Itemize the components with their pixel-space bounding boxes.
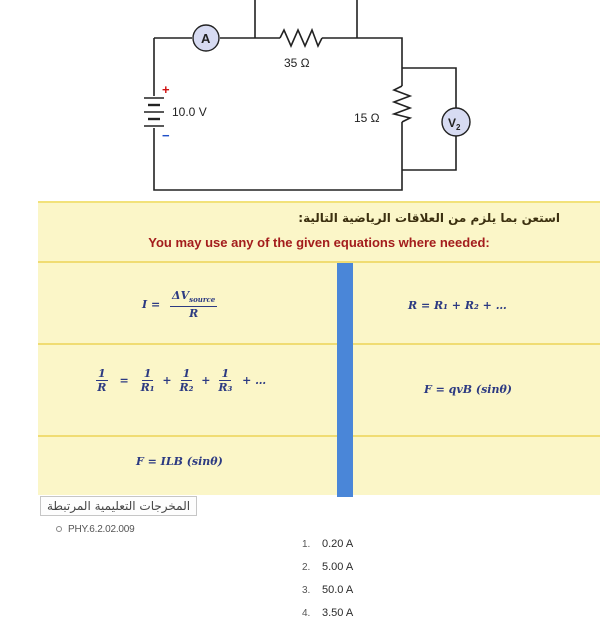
answer-choice[interactable]: 2.5.00 A: [302, 561, 354, 573]
equation-series-resistance: R = R₁ + R₂ + …: [408, 299, 507, 312]
bullet-icon: [56, 526, 62, 533]
row-divider: [38, 343, 600, 345]
resistor-15-label: 15 Ω: [354, 111, 380, 125]
wire-bypass: [254, 0, 358, 38]
battery-icon: [144, 97, 164, 127]
wire-voltmeter-branch: [402, 67, 457, 171]
equation-force-on-charge: F = qvB (sinθ): [424, 383, 513, 396]
eq-current-lhs: I =: [142, 298, 161, 312]
ammeter-icon: [192, 24, 220, 52]
resistor-15-ohm: [391, 85, 413, 123]
voltmeter-icon: [441, 107, 471, 137]
battery-minus: −: [162, 128, 170, 143]
resistor-35-label: 35 Ω: [284, 56, 310, 70]
equations-header-english: You may use any of the given equations w…: [148, 235, 490, 250]
answer-choice[interactable]: 3.50.0 A: [302, 584, 354, 596]
wire-left-bottom: [153, 122, 403, 191]
wire-top-right: [322, 37, 403, 86]
battery-plus: +: [162, 82, 170, 97]
voltmeter-label: V2: [448, 116, 461, 132]
answer-choice[interactable]: 1.0.20 A: [302, 538, 354, 550]
battery-voltage-label: 10.0 V: [172, 105, 207, 119]
equation-current: I = ΔVsource R: [142, 289, 218, 321]
resistor-35-ohm: [279, 27, 323, 48]
answer-choices: 1.0.20 A 2.5.00 A 3.50.0 A 4.3.50 A: [302, 538, 353, 630]
learning-outcomes-label[interactable]: المخرجات التعليمية المرتبطة: [40, 496, 198, 516]
eq-current-fraction: ΔVsource R: [170, 289, 218, 321]
equation-force-on-wire: F = ILB (sinθ): [136, 455, 223, 468]
learning-outcome-code: PHY.6.2.02.009: [56, 524, 135, 535]
answer-choice[interactable]: 4.3.50 A: [302, 607, 354, 619]
equations-panel: استعن بما يلزم من العلاقات الرياضية التا…: [38, 201, 600, 497]
ammeter-label: A: [201, 31, 211, 46]
row-divider: [38, 435, 600, 437]
circuit-diagram: 35 Ω 15 Ω A V2 + − 10.0 V: [144, 0, 471, 191]
eq-current-denominator: R: [189, 307, 199, 321]
column-divider-bar: [337, 263, 353, 497]
equations-header-arabic: استعن بما يلزم من العلاقات الرياضية التا…: [298, 211, 560, 225]
eq-current-numerator: ΔVsource: [170, 289, 218, 308]
